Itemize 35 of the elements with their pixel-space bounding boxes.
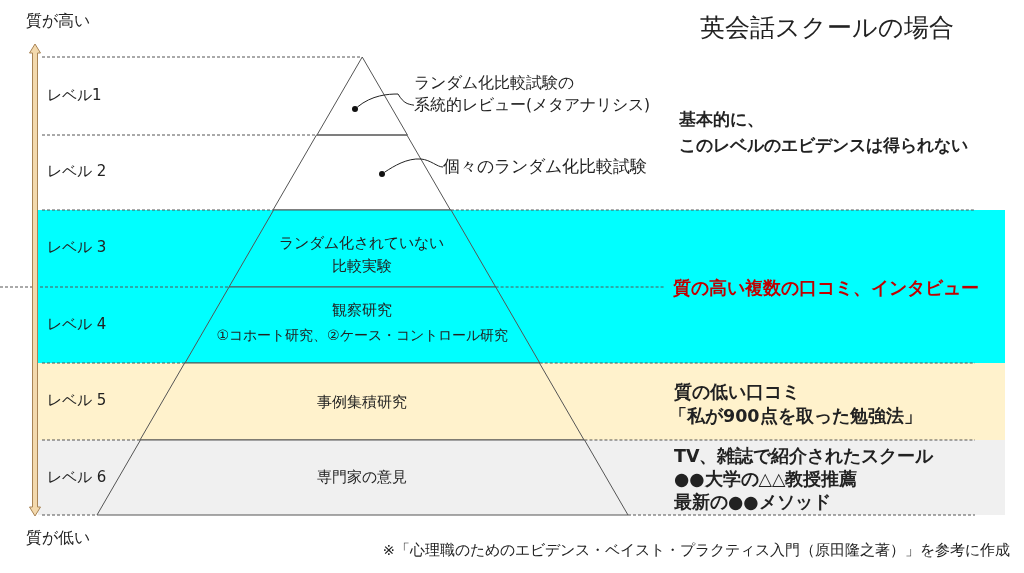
level-label: レベル 3 <box>47 238 107 258</box>
tier-label: ランダム化されていない比較実験 <box>279 232 445 277</box>
example-text: 「私が900点を取った勉強法」 <box>669 404 922 428</box>
example-text: ●●大学の△△教授推薦 <box>674 467 858 491</box>
example-text: 最新の●●メソッド <box>674 490 831 514</box>
highlight-text: 質の高い複数の口コミ、インタビュー <box>673 276 979 300</box>
tier-label: ①コホート研究、②ケース・コントロール研究 <box>216 325 508 345</box>
tier-label: 専門家の意見 <box>317 468 407 488</box>
source-note: ※「心理職のためのエビデンス・ベイスト・プラクティス入門（原田隆之著）」を参考に作成 <box>382 540 1010 560</box>
leader-line <box>384 158 444 173</box>
level-label: レベル 4 <box>47 315 107 335</box>
pyramid-tier <box>184 287 540 363</box>
level-label: レベル1 <box>47 86 102 106</box>
level-band <box>38 363 1005 440</box>
level-label: レベル 2 <box>47 162 107 182</box>
pyramid-tier <box>140 363 585 440</box>
pyramid-tier <box>228 210 496 287</box>
axis-label: 質が低い <box>26 527 90 549</box>
leader-dot <box>378 170 386 178</box>
leader-line <box>356 93 415 108</box>
level-band <box>38 440 1005 515</box>
tier-label: 観察研究 <box>332 301 392 321</box>
tier-label: 事例集積研究 <box>317 393 407 413</box>
level-label: レベル 5 <box>47 391 107 411</box>
title: 英会話スクールの場合 <box>700 11 954 44</box>
example-text: TV、雑誌で紹介されたスクール <box>674 444 934 468</box>
example-text: 質の低い口コミ <box>674 380 800 404</box>
level-label: レベル 6 <box>47 468 107 488</box>
pyramid-tier <box>316 57 408 135</box>
note-text: 基本的に、このレベルのエビデンスは得られない <box>679 107 968 157</box>
callout-text: ランダム化比較試験の系統的レビュー(メタアナリシス) <box>414 71 651 117</box>
leader-dot <box>351 105 359 113</box>
axis-label: 質が高い <box>26 10 90 32</box>
pyramid-tier <box>97 440 628 515</box>
callout-text: 個々のランダム化比較試験 <box>443 156 647 178</box>
